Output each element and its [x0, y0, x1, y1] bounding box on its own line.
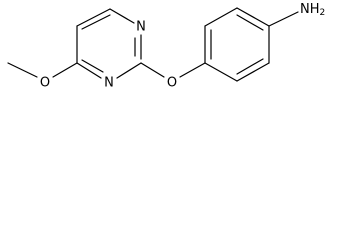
bond-c2-n3	[116, 62, 142, 79]
bond-o-ch3	[7, 62, 38, 78]
bond-c5p-c6p	[236, 62, 270, 82]
atom-o-methoxy: O	[40, 76, 50, 91]
methoxy-group	[7, 62, 78, 78]
benzene-ring	[204, 7, 270, 82]
atom-o-ether: O	[167, 76, 177, 91]
amine-n: N	[300, 2, 310, 17]
atom-n-top: N	[136, 20, 146, 35]
bond-n3-c4	[76, 62, 102, 79]
amine-h: H	[310, 2, 320, 17]
bond-c2p-c3p	[204, 7, 238, 27]
bond-n3-c4-double	[81, 59, 104, 73]
bond-c2-o	[140, 62, 165, 78]
bond-c5p-c6p-double	[236, 58, 264, 75]
bond-c4p-nh2	[268, 11, 299, 27]
bond-c6p-c1p	[204, 62, 238, 82]
bond-c5-c6	[76, 8, 111, 27]
bond-c6-n1	[109, 8, 135, 24]
bond-o-c1prime	[179, 62, 206, 78]
bond-c3p-c4p	[236, 7, 270, 27]
chemical-structure: N N O O NH2	[7, 2, 325, 91]
bond-c4-o	[52, 62, 78, 78]
ether-linkage	[140, 62, 206, 78]
pyrimidine-ring	[76, 8, 142, 79]
amine-subscript: 2	[320, 8, 326, 18]
atom-n-bottom: N	[104, 76, 114, 91]
bond-c5-c6-double	[81, 14, 111, 30]
bond-c3p-c4p-double	[236, 14, 264, 31]
amine-group-label: NH2	[300, 2, 325, 19]
